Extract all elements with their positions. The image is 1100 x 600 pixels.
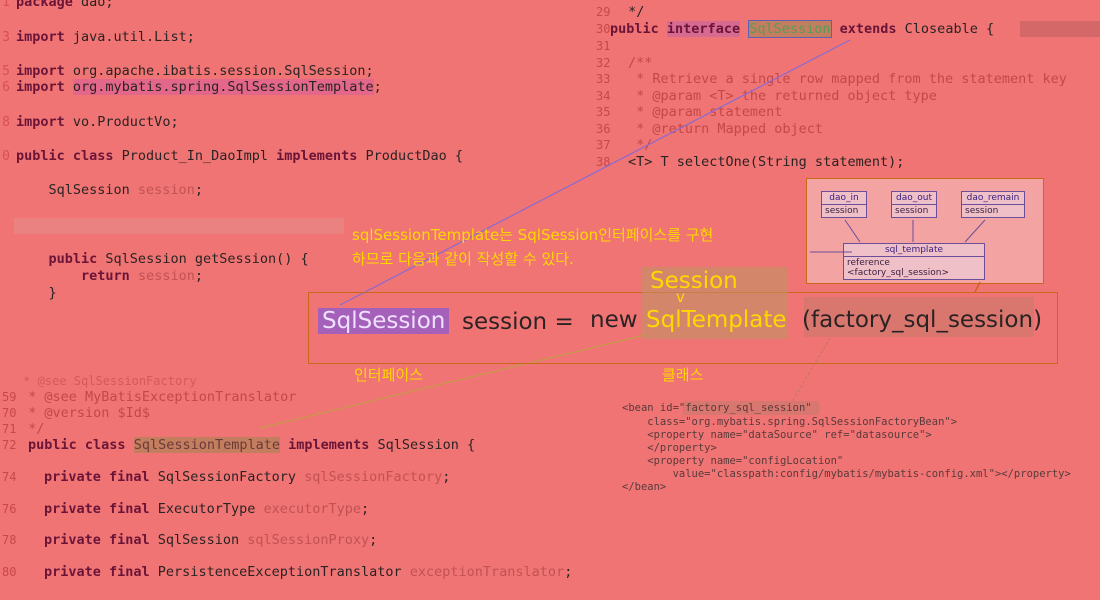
line-number: 29 (596, 5, 611, 19)
code-line: <T> T selectOne(String statement); (628, 154, 905, 170)
line-number: 70 (2, 406, 17, 420)
connector-bean (789, 337, 831, 406)
constructor-args: (factory_sql_session) (802, 307, 1043, 333)
line-number: 71 (2, 422, 17, 436)
line-number: 5 (2, 64, 10, 79)
node-title: dao_out (892, 192, 936, 205)
line-number: 76 (2, 502, 17, 516)
node-ref: session (895, 206, 929, 216)
code-line: * @param <T> the returned object type (628, 88, 937, 104)
sqltemplate-highlight (642, 267, 788, 339)
code-line: public interface SqlSession extends Clos… (610, 20, 995, 38)
code-line: import org.mybatis.spring.SqlSessionTemp… (16, 79, 382, 95)
node-ref: reference <factory_sql_session> (847, 258, 949, 278)
diagram-node-sql-template: sql_template reference <factory_sql_sess… (843, 243, 985, 280)
code-line: * @see SqlSessionFactory (16, 374, 197, 388)
node-ref: session (825, 206, 859, 216)
xml-line: </property> (622, 442, 717, 454)
class-label: 클래스 (662, 366, 704, 384)
code-line: import org.apache.ibatis.session.SqlSess… (16, 63, 374, 79)
code-line: public class Product_In_DaoImpl implemen… (16, 148, 464, 164)
connector-interface (339, 39, 851, 306)
code-line: * @see MyBatisExceptionTranslator (20, 389, 297, 405)
line-number: 36 (596, 122, 611, 136)
code-line: public SqlSession getSession() { (48, 251, 309, 267)
code-line: */ (20, 421, 45, 437)
line-number: 1 (2, 0, 10, 10)
code-line: * Retrieve a single row mapped from the … (628, 71, 1067, 87)
diagram-node-dao-remain: dao_remain session (961, 191, 1025, 218)
variable-assign: session = (462, 309, 574, 335)
code-line: * @param statement (628, 104, 783, 120)
line-number: 34 (596, 89, 611, 103)
code-line: /** (628, 55, 653, 71)
code-line: public class SqlSessionTemplate implemen… (28, 437, 476, 453)
line-number: 35 (596, 105, 611, 119)
new-keyword: new (590, 307, 638, 333)
interface-type: SqlSession (318, 308, 450, 334)
code-line: package dao; (16, 0, 114, 10)
code-line: SqlSession session; (16, 182, 203, 198)
line-number: 72 (2, 438, 17, 452)
diagram-node-dao-in: dao_in session (821, 191, 867, 218)
line-number: 0 (2, 149, 10, 164)
bean-diagram: dao_in session dao_out session dao_remai… (806, 178, 1044, 284)
xml-line: <property name="configLocation" (622, 455, 844, 467)
diagram-link (974, 281, 981, 293)
code-line: private final ExecutorType executorType; (44, 501, 370, 517)
code-line: import java.util.List; (16, 29, 195, 45)
line-number: 31 (596, 39, 611, 53)
code-line: * @version $Id$ (20, 405, 151, 421)
node-title: sql_template (844, 244, 984, 257)
line-number: 37 (596, 138, 611, 152)
line-number: 32 (596, 56, 611, 70)
code-line: private final PersistenceExceptionTransl… (44, 564, 573, 580)
args-highlight (804, 297, 1034, 337)
interface-label: 인터페이스 (354, 366, 424, 384)
xml-line: </bean> (622, 481, 667, 493)
line-number: 80 (2, 565, 17, 579)
connector-class (259, 334, 646, 429)
node-ref: session (965, 206, 999, 216)
xml-line: <bean id="factory_sql_session" (622, 402, 812, 414)
bean-id-highlight (683, 401, 819, 415)
annotation-line-2: 하므로 다음과 같이 작성할 수 있다. (352, 250, 574, 268)
code-line: */ (620, 4, 645, 20)
line-number: 30 (596, 22, 611, 36)
line-number: 8 (2, 115, 10, 130)
annotation-line-1: sqlSessionTemplate는 SqlSession인터페이스를 구현 (352, 226, 714, 244)
code-line: return session; (81, 268, 203, 284)
diagram-edge (844, 219, 861, 243)
node-title: dao_remain (962, 192, 1024, 205)
line-number: 6 (2, 80, 10, 95)
line-highlight (14, 218, 344, 234)
class-name: SqlTemplate (646, 307, 787, 333)
code-line: * @return Mapped object (628, 121, 824, 137)
diagram-edge (964, 219, 986, 243)
line-number: 38 (596, 155, 611, 169)
xml-line: class="org.mybatis.spring.SqlSessionFact… (622, 416, 958, 428)
code-line: private final SqlSessionFactory sqlSessi… (44, 469, 451, 485)
line-number: 59 (2, 390, 17, 404)
xml-line: value="classpath:config/mybatis/mybatis-… (622, 468, 1071, 480)
line-number: 74 (2, 470, 17, 484)
diagram-node-dao-out: dao_out session (891, 191, 937, 218)
code-line: private final SqlSession sqlSessionProxy… (44, 532, 378, 548)
line-number: 3 (2, 30, 10, 45)
node-title: dao_in (822, 192, 866, 205)
xml-line: <property name="dataSource" ref="datasou… (622, 429, 932, 441)
line-highlight (1020, 21, 1100, 37)
code-line: import vo.ProductVo; (16, 114, 179, 130)
session-overlay: Session (650, 268, 738, 294)
line-number: 33 (596, 72, 611, 86)
line-number: 78 (2, 533, 17, 547)
code-line: } (16, 285, 57, 301)
insert-caret: v (676, 288, 685, 306)
